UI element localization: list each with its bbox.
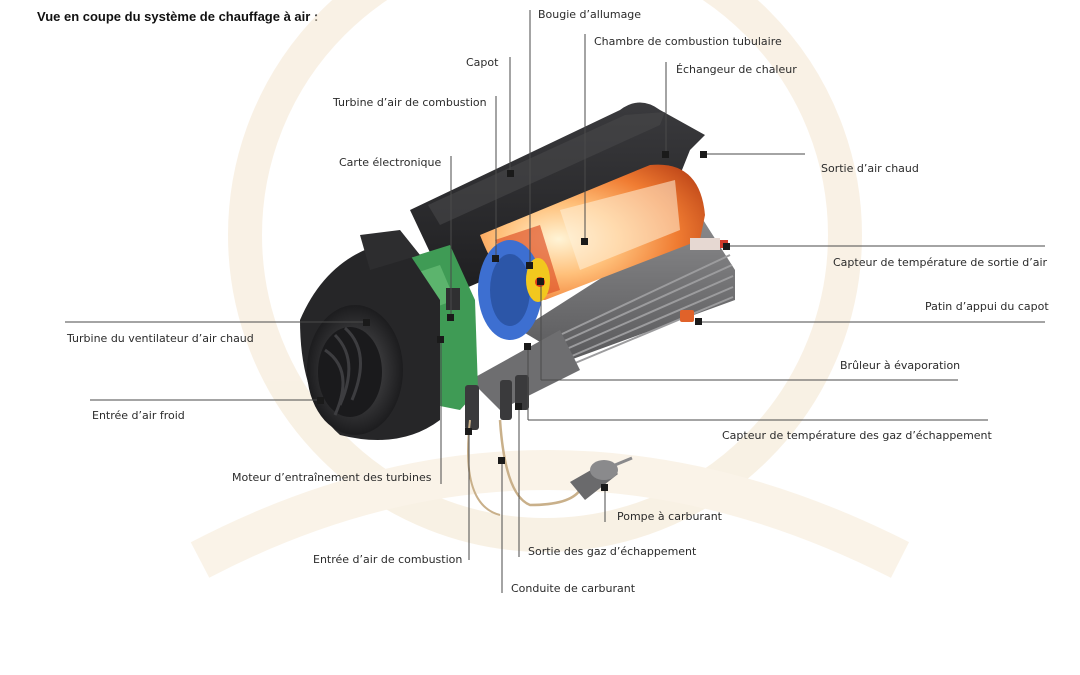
diagram-title: Vue en coupe du système de chauffage à a… [37, 9, 319, 24]
label-bruleur: Brûleur à évaporation [840, 359, 961, 372]
bottom-pipes [465, 375, 529, 430]
label-capot: Capot [466, 56, 499, 69]
label-echangeur: Échangeur de chaleur [676, 63, 797, 76]
heat-exchanger-fins [470, 215, 735, 410]
label-patin: Patin d’appui du capot [925, 300, 1049, 313]
leader-lines [65, 10, 1045, 593]
label-chambre: Chambre de combustion tubulaire [594, 35, 782, 48]
label-moteur: Moteur d’entraînement des turbines [232, 471, 432, 484]
label-sortie-gaz: Sortie des gaz d’échappement [528, 545, 697, 558]
fuel-pump [570, 456, 633, 500]
leader-markers [317, 151, 730, 491]
label-entree-air-froid: Entrée d’air froid [92, 409, 185, 422]
label-turbine-combustion: Turbine d’air de combustion [333, 96, 487, 109]
hood [410, 102, 705, 295]
label-sortie-air-chaud: Sortie d’air chaud [821, 162, 919, 175]
label-turbine-ventilateur: Turbine du ventilateur d’air chaud [67, 332, 254, 345]
label-conduite: Conduite de carburant [511, 582, 636, 595]
watermark [190, 0, 910, 578]
label-entree-air-combustion: Entrée d’air de combustion [313, 553, 463, 566]
hot-air-fan-housing [300, 230, 440, 440]
label-carte: Carte électronique [339, 156, 442, 169]
label-bougie: Bougie d’allumage [538, 8, 642, 21]
fuel-line [498, 419, 582, 507]
label-capteur-sortie-air: Capteur de température de sortie d’air [833, 256, 1048, 269]
label-pompe: Pompe à carburant [617, 510, 722, 523]
label-capteur-gaz: Capteur de température des gaz d’échappe… [722, 429, 992, 442]
